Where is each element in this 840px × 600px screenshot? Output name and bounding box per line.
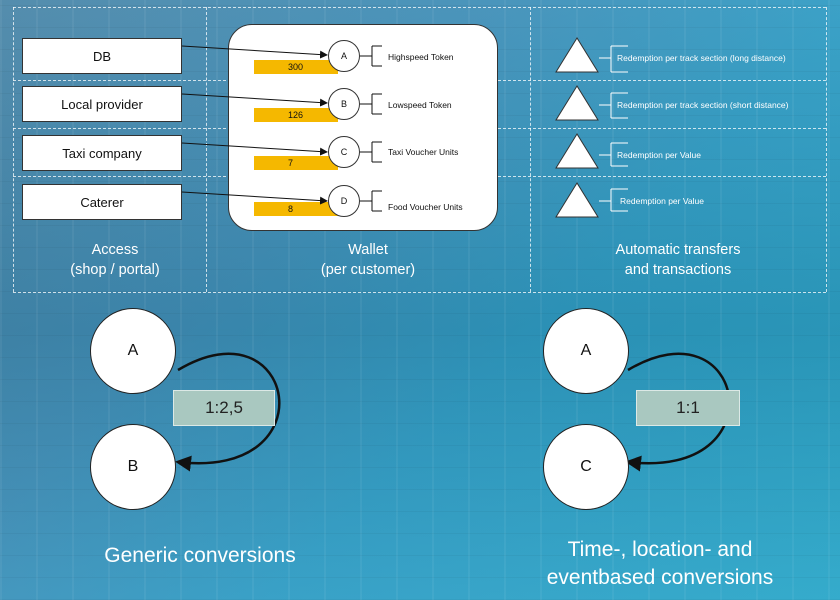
access-subtitle: (shop / portal) xyxy=(70,262,160,278)
divider-right xyxy=(826,7,827,292)
arrow-caterer-to-d xyxy=(181,191,328,205)
triangle-icon xyxy=(555,37,599,73)
wallet-subtitle: (per customer) xyxy=(320,262,416,278)
automatic-title: Automatic transfers xyxy=(615,242,741,258)
wallet-value-bar: 7 xyxy=(254,156,338,170)
bracket-b xyxy=(360,93,382,115)
token-label: Taxi Voucher Units xyxy=(388,147,459,157)
wallet-circle-a: A xyxy=(328,40,360,72)
divider-top xyxy=(13,7,826,8)
redeem-bracket xyxy=(599,92,628,119)
conversion-circle-a: A xyxy=(90,308,176,394)
triangle-icon xyxy=(555,133,599,169)
conversion-circle-a: A xyxy=(543,308,629,394)
section-label-automatic: Automatic transfers and transactions xyxy=(588,240,768,280)
wallet-container xyxy=(228,24,498,231)
section-label-access: Access (shop / portal) xyxy=(40,240,190,280)
wallet-value-bar: 126 xyxy=(254,108,338,122)
divider-wallet-auto xyxy=(530,7,531,292)
wallet-circle-c: C xyxy=(328,136,360,168)
wallet-circle-b: B xyxy=(328,88,360,120)
divider-access-wallet xyxy=(206,7,207,292)
conversion-ratio-event: 1:1 xyxy=(636,390,740,426)
automatic-subtitle: and transactions xyxy=(624,262,732,278)
wallet-circle-d: D xyxy=(328,185,360,217)
bracket-c xyxy=(360,141,382,163)
conversion-arrow-generic xyxy=(175,352,281,472)
event-conversions-label: Time-, location- and eventbased conversi… xyxy=(510,536,810,592)
conversion-circle-c: C xyxy=(543,424,629,510)
provider-local: Local provider xyxy=(22,86,182,122)
redeem-bracket xyxy=(599,45,628,73)
generic-conversions-label: Generic conversions xyxy=(104,544,296,567)
provider-caterer: Caterer xyxy=(22,184,182,220)
divider-left xyxy=(13,7,14,292)
triangle-icon xyxy=(555,182,599,218)
redeem-bracket xyxy=(599,188,628,212)
wallet-value-bar: 300 xyxy=(254,60,338,74)
conversion-ratio-generic: 1:2,5 xyxy=(173,390,275,426)
redemption-label: Redemption per Value xyxy=(620,196,704,206)
access-title: Access xyxy=(91,242,139,258)
bracket-a xyxy=(360,45,382,67)
token-label: Highspeed Token xyxy=(388,52,454,62)
triangle-icon xyxy=(555,85,599,121)
wallet-title: Wallet xyxy=(348,242,388,258)
redemption-label: Redemption per Value xyxy=(617,150,701,160)
redeem-bracket xyxy=(599,142,628,167)
wallet-value-bar: 8 xyxy=(254,202,338,216)
bracket-d xyxy=(360,190,382,212)
redemption-label: Redemption per track section (short dist… xyxy=(617,100,789,110)
event-conversions-line1: Time-, location- and xyxy=(567,538,753,561)
arrow-db-to-a xyxy=(181,45,328,59)
section-label-wallet: Wallet (per customer) xyxy=(293,240,443,280)
arrow-taxi-to-c xyxy=(181,142,328,156)
event-conversions-line2: eventbased conversions xyxy=(546,566,774,589)
arrow-local-to-b xyxy=(181,93,328,107)
token-label: Food Voucher Units xyxy=(388,202,463,212)
provider-taxi: Taxi company xyxy=(22,135,182,171)
conversion-circle-b: B xyxy=(90,424,176,510)
redemption-label: Redemption per track section (long dista… xyxy=(617,53,786,63)
token-label: Lowspeed Token xyxy=(388,100,452,110)
divider-bottom xyxy=(13,292,826,293)
provider-db: DB xyxy=(22,38,182,74)
